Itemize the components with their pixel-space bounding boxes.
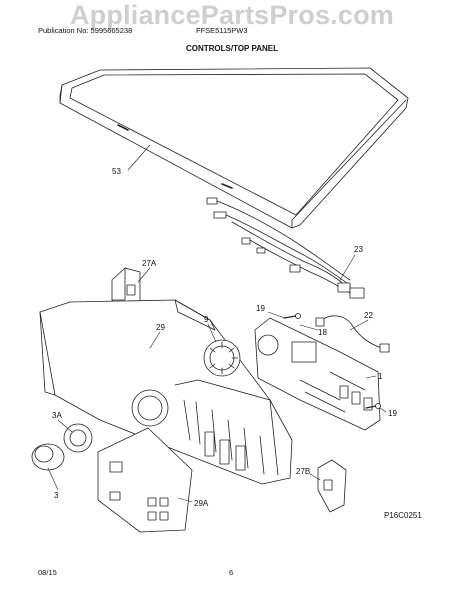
exploded-parts-diagram: 53 23 27A 29 9 19 18 22 1 19 3A 27B 3 29…	[31, 67, 422, 533]
publication-number: Publication No: 5995665238	[38, 26, 133, 35]
section-title: CONTROLS/TOP PANEL	[185, 44, 278, 53]
callout-9: 9	[204, 315, 209, 324]
callout-3: 3	[54, 491, 59, 500]
callout-29a: 29A	[194, 499, 209, 508]
callout-27a: 27A	[142, 259, 157, 268]
callout-53: 53	[112, 167, 121, 176]
control-board	[254, 317, 381, 431]
knob-ring-3a	[63, 423, 93, 453]
callout-18: 18	[318, 328, 327, 337]
callout-23: 23	[354, 245, 363, 254]
footer-date: 08/15	[38, 568, 57, 577]
callout-19-bottom: 19	[388, 409, 397, 418]
footer-page-number: 6	[229, 568, 234, 577]
knob-ring-9	[203, 339, 241, 377]
overlay-29a	[97, 427, 193, 533]
callout-29: 29	[156, 323, 165, 332]
model-number: FFSE5115PW3	[196, 26, 248, 35]
callout-labels: 53 23 27A 29 9 19 18 22 1 19 3A 27B 3 29…	[52, 167, 422, 520]
callout-22: 22	[364, 311, 373, 320]
bracket-27b	[317, 459, 347, 513]
figure-code: P16C0251	[384, 511, 422, 520]
callout-1: 1	[378, 372, 383, 381]
callout-3a: 3A	[52, 411, 62, 420]
screw-19	[283, 313, 381, 409]
watermark: AppliancePartsPros.com	[69, 0, 394, 30]
callout-19-top: 19	[256, 304, 265, 313]
wire-harness	[206, 197, 365, 299]
top-panel	[59, 67, 409, 229]
knob-3	[31, 443, 65, 471]
callout-27b: 27B	[296, 467, 310, 476]
leader-lines	[47, 144, 387, 503]
wire-22	[315, 315, 390, 353]
